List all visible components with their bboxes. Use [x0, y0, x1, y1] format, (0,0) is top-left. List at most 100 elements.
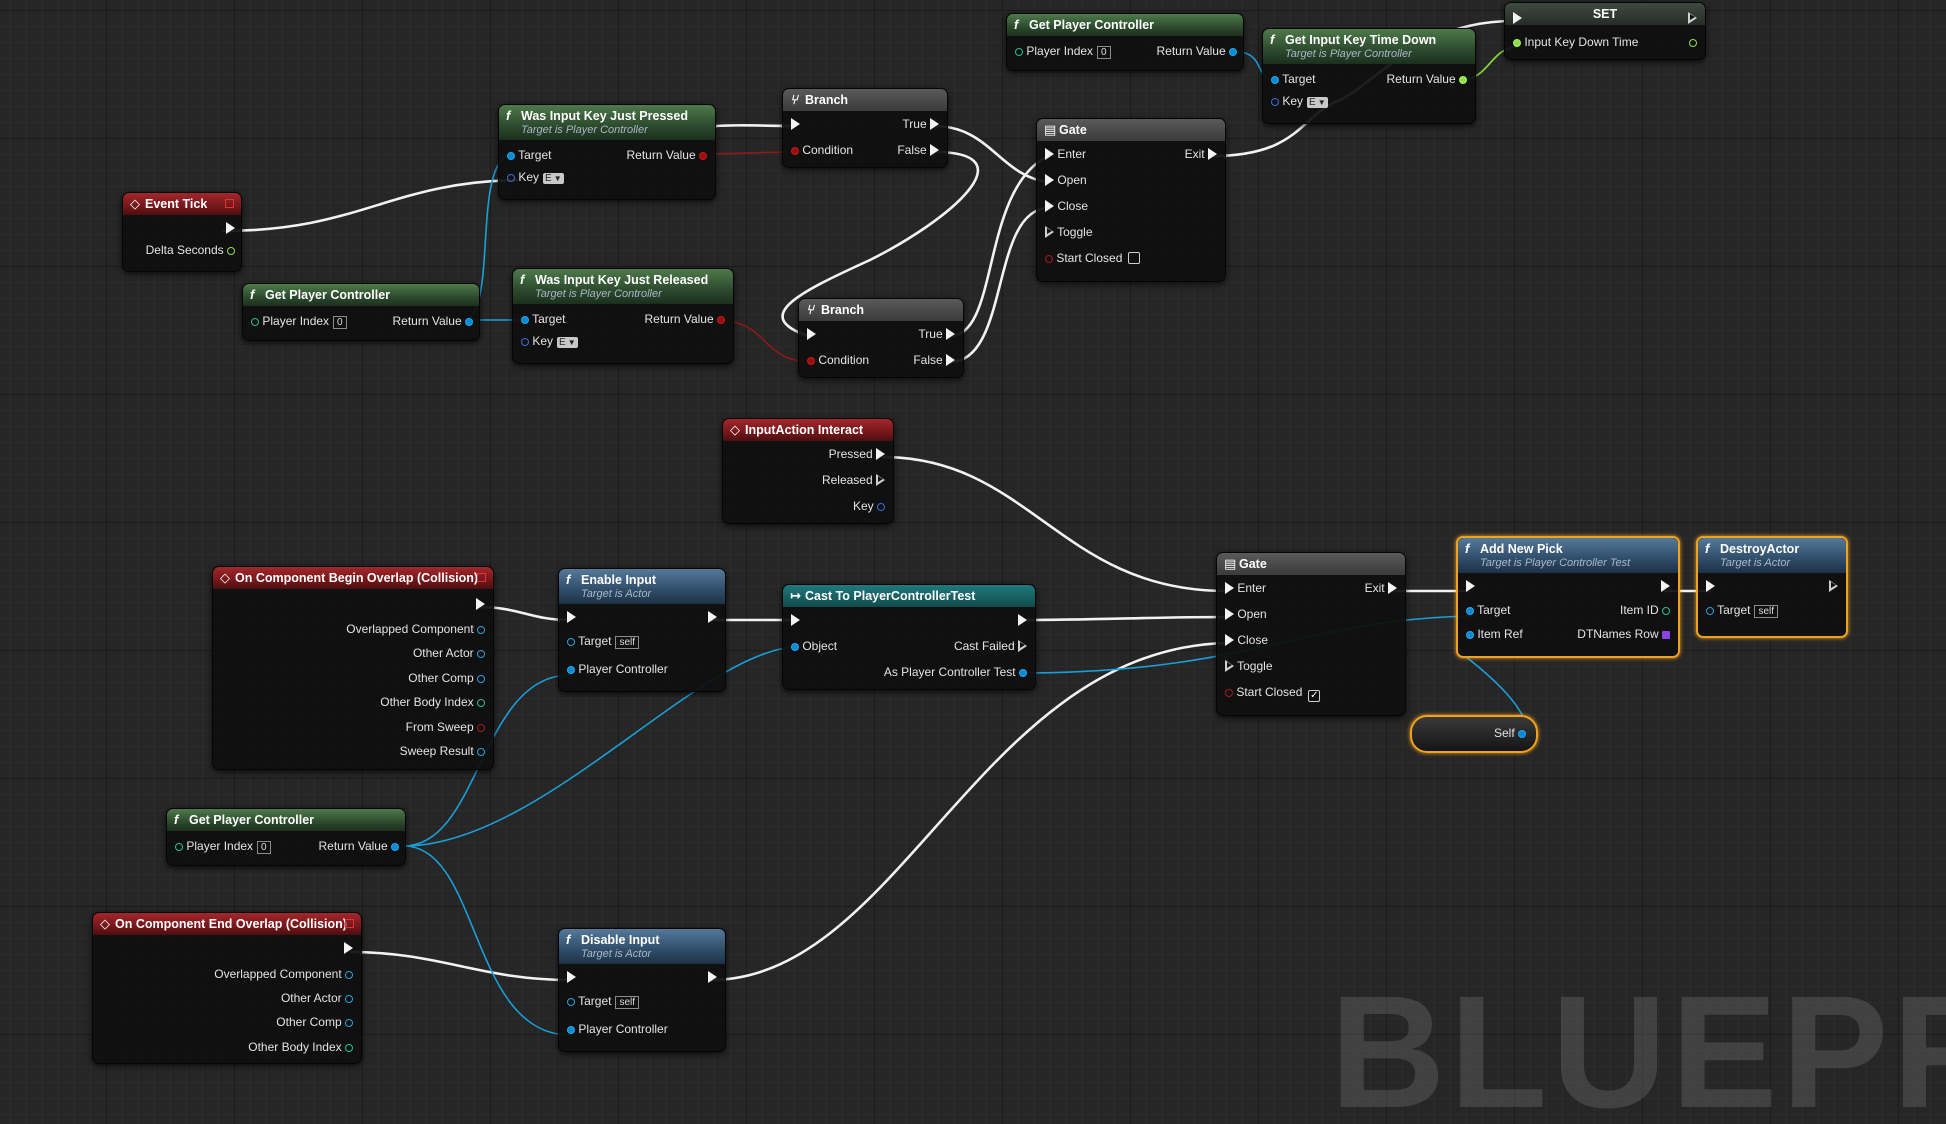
start-closed-checkbox[interactable]	[1128, 252, 1141, 264]
condition-pin[interactable]: Condition	[807, 353, 869, 367]
exec-in-pin[interactable]	[1706, 579, 1715, 593]
exec-out-pin[interactable]	[1829, 579, 1838, 593]
player-controller-pin[interactable]: Player Controller	[567, 662, 668, 676]
exec-out-pin[interactable]	[1661, 579, 1670, 593]
self-reference-node[interactable]: Self	[1410, 715, 1538, 753]
false-pin[interactable]: False	[913, 353, 955, 367]
target-pin[interactable]: Target	[1466, 603, 1510, 617]
exec-out-pin[interactable]	[226, 221, 235, 235]
event-tick-node[interactable]: ◇Event Tick Delta Seconds	[122, 192, 242, 272]
start-closed-pin[interactable]: Start Closed	[1045, 251, 1141, 265]
exit-pin[interactable]: Exit	[1365, 581, 1397, 595]
input-key-down-time-pin[interactable]: Input Key Down Time	[1513, 35, 1638, 49]
object-pin[interactable]: Object	[791, 639, 837, 653]
exec-in-pin[interactable]	[791, 117, 800, 131]
node-header[interactable]: ⑂Branch	[783, 89, 947, 111]
return-value-pin[interactable]: Return Value	[645, 312, 725, 326]
exec-in-pin[interactable]	[1466, 579, 1475, 593]
exec-out-pin[interactable]	[708, 610, 717, 624]
return-value-pin[interactable]: Return Value	[393, 314, 473, 328]
return-value-pin[interactable]: Return Value	[319, 839, 399, 853]
target-pin[interactable]: Target	[521, 312, 565, 326]
exec-out-pin[interactable]	[1018, 613, 1027, 627]
event-delegate-icon[interactable]	[345, 919, 354, 928]
set-output-pin[interactable]	[1689, 35, 1697, 49]
node-header[interactable]: ↦Cast To PlayerControllerTest	[783, 585, 1035, 607]
gate-node[interactable]: ▤Gate Enter Exit Open Close Toggle Start…	[1036, 118, 1226, 282]
return-value-pin[interactable]: Return Value	[1387, 72, 1467, 86]
return-value-pin[interactable]: Return Value	[627, 148, 707, 162]
branch-node[interactable]: ⑂Branch True Condition False	[798, 298, 964, 378]
key-pin[interactable]: Key	[853, 499, 885, 513]
exec-in-pin[interactable]	[791, 613, 800, 627]
pressed-pin[interactable]: Pressed	[829, 447, 885, 461]
branch-node[interactable]: ⑂Branch True Condition False	[782, 88, 948, 168]
node-header[interactable]: ◇On Component End Overlap (Collision)	[93, 913, 361, 935]
target-pin[interactable]: Target	[1271, 72, 1315, 86]
player-index-input[interactable]: 0	[257, 841, 271, 854]
on-component-end-overlap-node[interactable]: ◇On Component End Overlap (Collision) Ov…	[92, 912, 362, 1064]
released-pin[interactable]: Released	[822, 473, 885, 487]
open-pin[interactable]: Open	[1045, 173, 1087, 187]
dtnames-row-pin[interactable]: DTNames Row	[1577, 627, 1670, 641]
condition-pin[interactable]: Condition	[791, 143, 853, 157]
start-closed-checkbox[interactable]: ✓	[1308, 690, 1321, 702]
self-output-pin[interactable]: Self	[1494, 726, 1526, 740]
player-index-input[interactable]: 0	[1097, 46, 1111, 59]
toggle-pin[interactable]: Toggle	[1225, 659, 1273, 673]
event-delegate-icon[interactable]	[477, 573, 486, 582]
exit-pin[interactable]: Exit	[1185, 147, 1217, 161]
node-header[interactable]: ◇On Component Begin Overlap (Collision)	[213, 567, 493, 589]
overlapped-component-pin[interactable]: Overlapped Component	[346, 622, 485, 636]
exec-out-pin[interactable]	[1688, 11, 1697, 25]
key-selector[interactable]: E▼	[543, 173, 564, 184]
node-header[interactable]: ▤Gate	[1217, 553, 1405, 575]
close-pin[interactable]: Close	[1225, 633, 1268, 647]
from-sweep-pin[interactable]: From Sweep	[406, 720, 485, 734]
exec-out-pin[interactable]	[344, 941, 353, 955]
node-header[interactable]: ◇InputAction Interact	[723, 419, 893, 441]
as-player-controller-test-pin[interactable]: As Player Controller Test	[884, 665, 1027, 679]
start-closed-pin[interactable]: Start Closed✓	[1225, 685, 1321, 702]
enter-pin[interactable]: Enter	[1225, 581, 1266, 595]
event-tick-header[interactable]: ◇Event Tick	[123, 193, 241, 215]
set-variable-node[interactable]: SET Input Key Down Time	[1504, 2, 1706, 60]
event-delegate-icon[interactable]	[225, 199, 234, 208]
false-pin[interactable]: False	[897, 143, 939, 157]
item-ref-pin[interactable]: Item Ref	[1466, 627, 1523, 641]
player-controller-pin[interactable]: Player Controller	[567, 1022, 668, 1036]
other-actor-pin[interactable]: Other Actor	[281, 991, 353, 1005]
on-component-begin-overlap-node[interactable]: ◇On Component Begin Overlap (Collision) …	[212, 566, 494, 770]
key-selector[interactable]: E▼	[1307, 97, 1328, 108]
node-header[interactable]: ⑂Branch	[799, 299, 963, 321]
exec-out-pin[interactable]	[476, 597, 485, 611]
key-selector[interactable]: E▼	[557, 337, 578, 348]
exec-in-pin[interactable]	[807, 327, 816, 341]
node-header[interactable]: SET	[1505, 3, 1705, 25]
overlapped-component-pin[interactable]: Overlapped Component	[214, 967, 353, 981]
other-comp-pin[interactable]: Other Comp	[408, 671, 485, 685]
open-pin[interactable]: Open	[1225, 607, 1267, 621]
